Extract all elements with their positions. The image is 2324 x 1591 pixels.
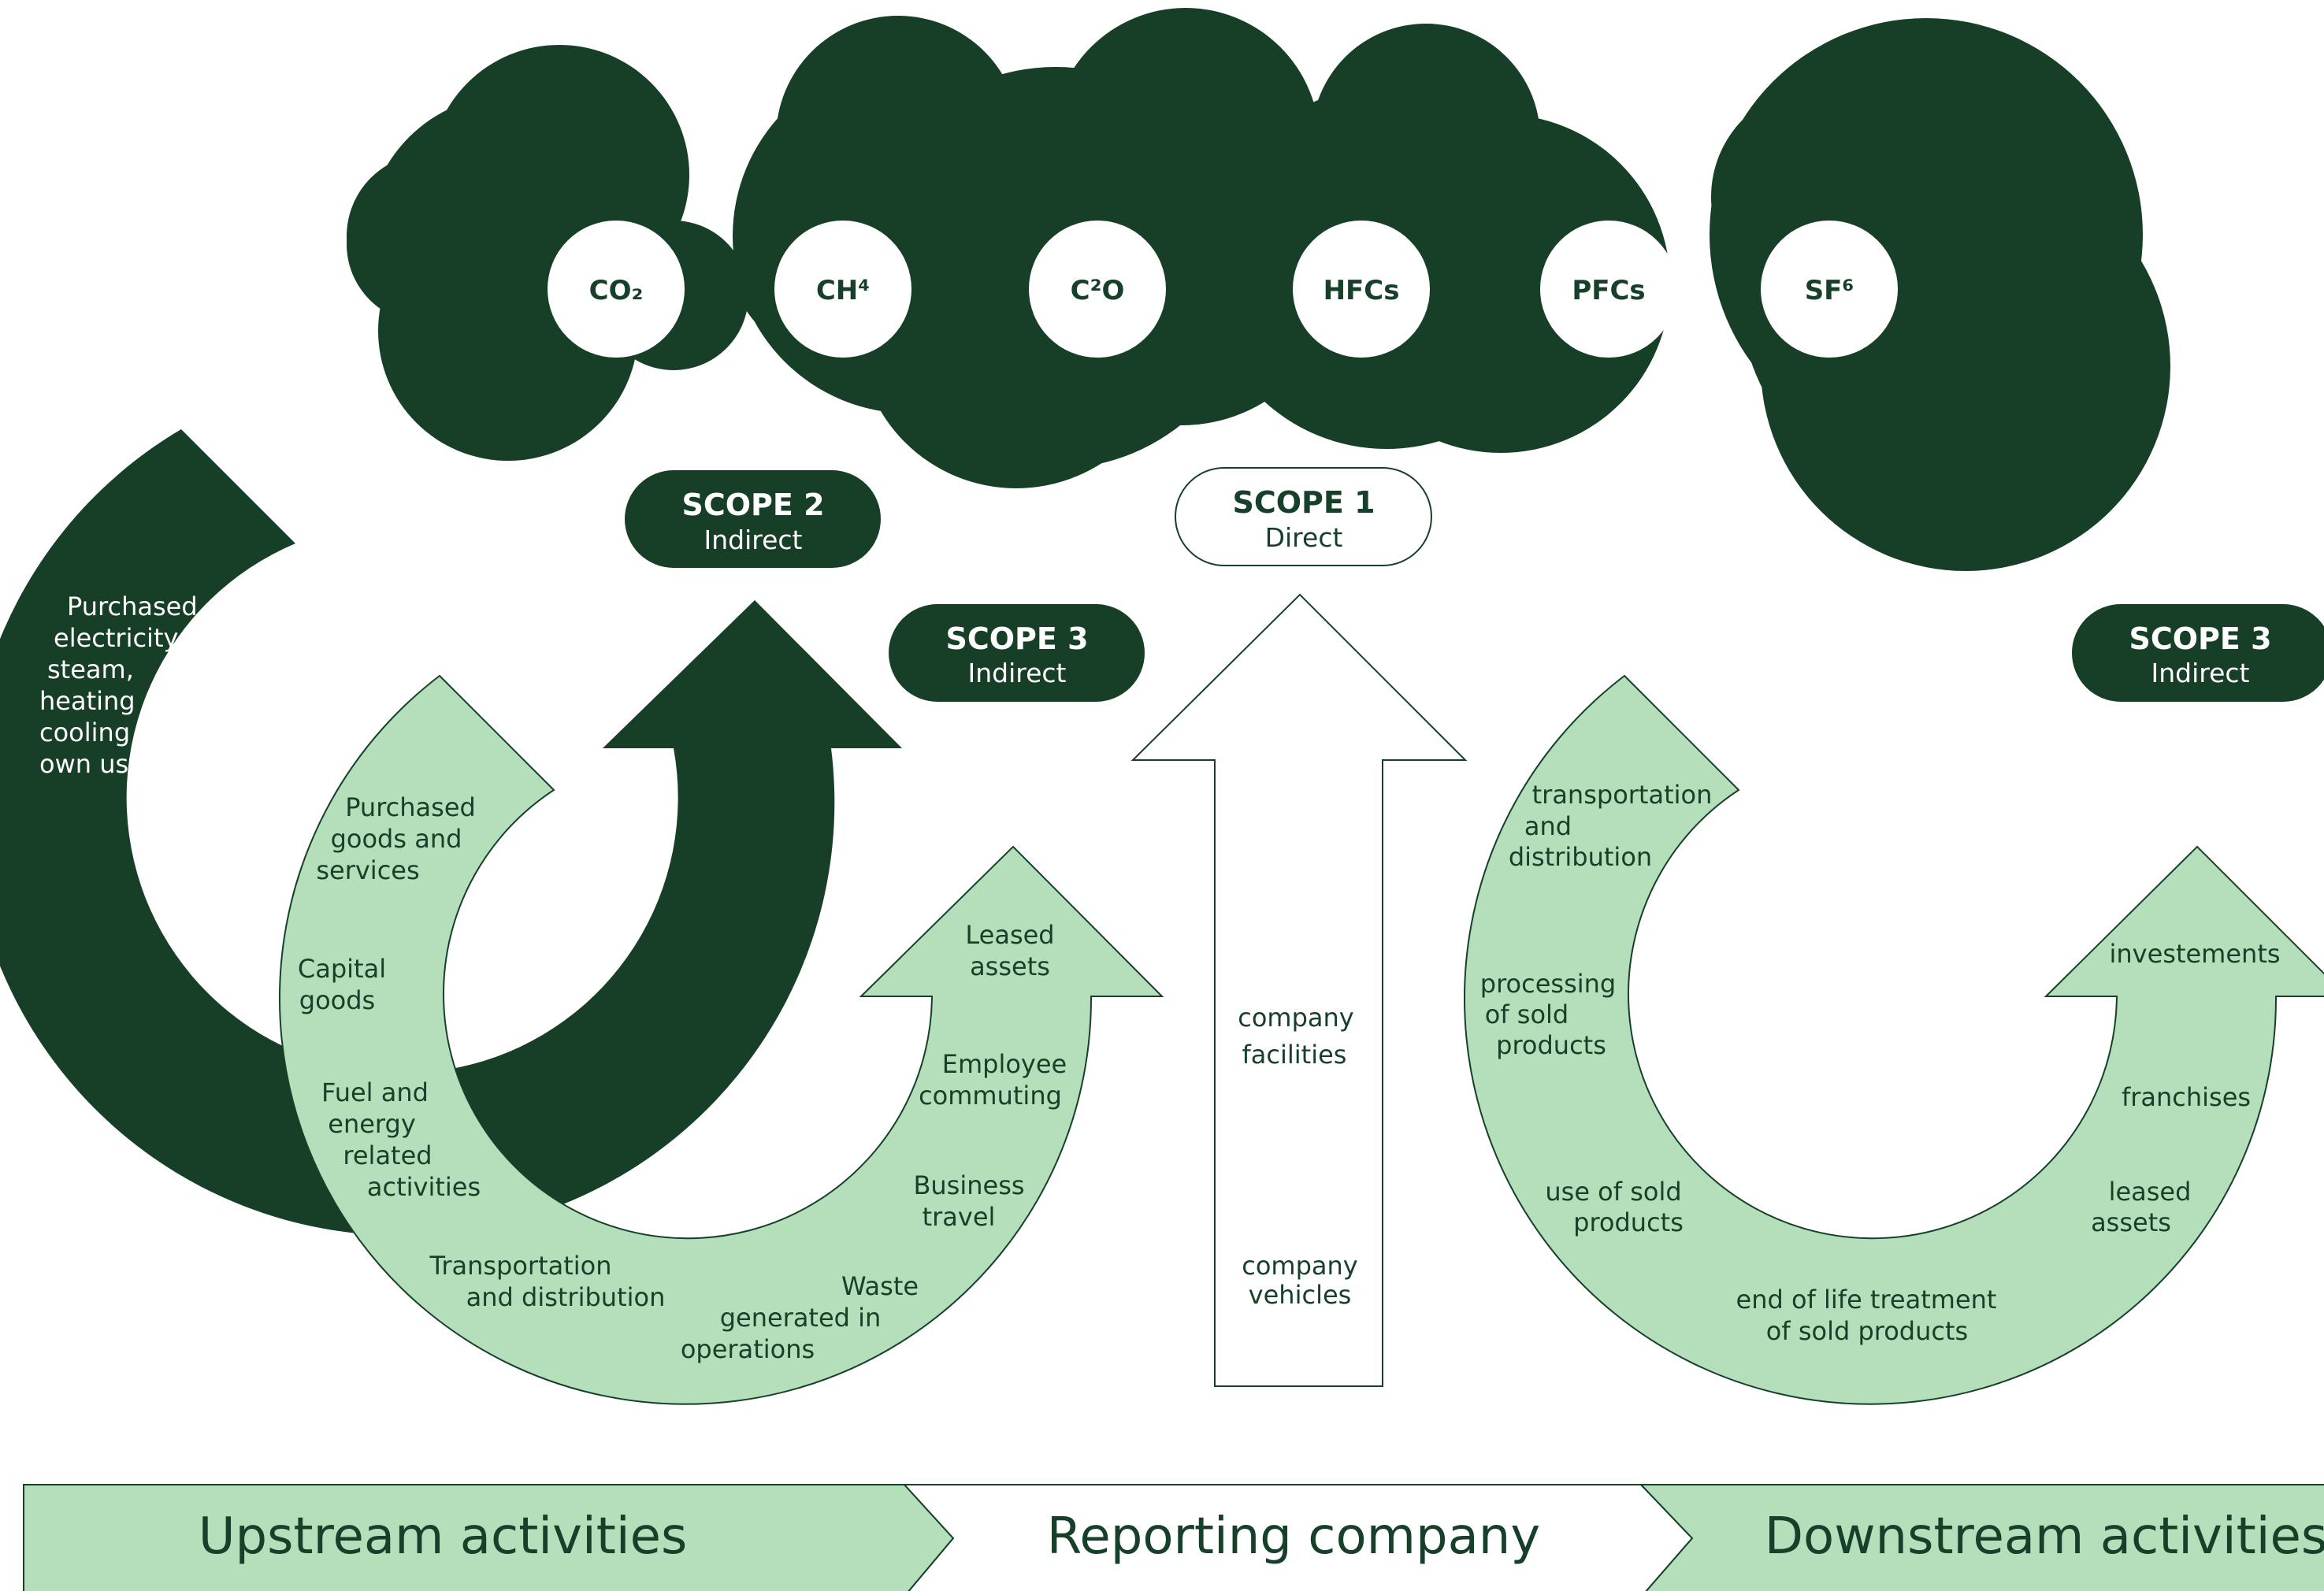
upstream-activities-label: Upstream activities: [199, 1508, 688, 1566]
scope2-pill: SCOPE 2 Indirect: [625, 470, 881, 568]
scope3-downstream-title: SCOPE 3: [2129, 621, 2271, 656]
c2o-label: C²O: [1071, 275, 1125, 306]
scope2-arrow: [0, 429, 902, 1236]
hfcs-label: HFCs: [1323, 275, 1400, 306]
ch4-label: CH⁴: [816, 275, 870, 306]
scope1-title: SCOPE 1: [1232, 485, 1375, 520]
scope1-subtitle: Direct: [1265, 522, 1343, 553]
scope2-arrow-label: Purchased electricity, steam, heating an…: [39, 592, 206, 779]
scope3-upstream-subtitle: Indirect: [968, 658, 1067, 688]
pfcs-bubble: PFCs: [1540, 221, 1677, 358]
hfcs-bubble: HFCs: [1293, 221, 1430, 358]
upstream-scope3-arrow: [279, 674, 1164, 1405]
downstream-activities-label: Downstream activities: [1765, 1508, 2324, 1566]
downstream-banner-arrow: [1639, 1484, 2324, 1591]
sf6-bubble: SF⁶: [1761, 221, 1898, 358]
downstream-scope3-arrow: [1464, 674, 2324, 1405]
reporting-company-label: Reporting company: [1047, 1508, 1540, 1566]
scope2-title: SCOPE 2: [681, 488, 824, 522]
scope3-upstream-title: SCOPE 3: [945, 621, 1088, 656]
greenhouse-gases: CO₂ CH⁴ C²O HFCs PFCs SF⁶: [548, 221, 1898, 358]
emissions-cloud-left: [347, 45, 748, 461]
value-chain-banner: Upstream activities Reporting company Do…: [23, 1484, 2324, 1591]
scope3-downstream-pill: SCOPE 3 Indirect: [2072, 604, 2324, 702]
scope1-pill: SCOPE 1 Direct: [1175, 467, 1432, 566]
ch4-bubble: CH⁴: [774, 221, 911, 358]
franchises-label: franchises: [2122, 1082, 2251, 1112]
co2-label: CO₂: [589, 275, 644, 306]
pfcs-label: PFCs: [1572, 275, 1645, 306]
c2o-bubble: C²O: [1029, 221, 1166, 358]
co2-bubble: CO₂: [548, 221, 685, 358]
scope1-arrow: [1130, 593, 1468, 1387]
sf6-label: SF⁶: [1805, 275, 1854, 306]
scope2-subtitle: Indirect: [704, 525, 803, 555]
scope3-downstream-subtitle: Indirect: [2151, 658, 2250, 688]
investments-label: investements: [2109, 939, 2280, 969]
scope3-upstream-pill: SCOPE 3 Indirect: [889, 604, 1145, 702]
